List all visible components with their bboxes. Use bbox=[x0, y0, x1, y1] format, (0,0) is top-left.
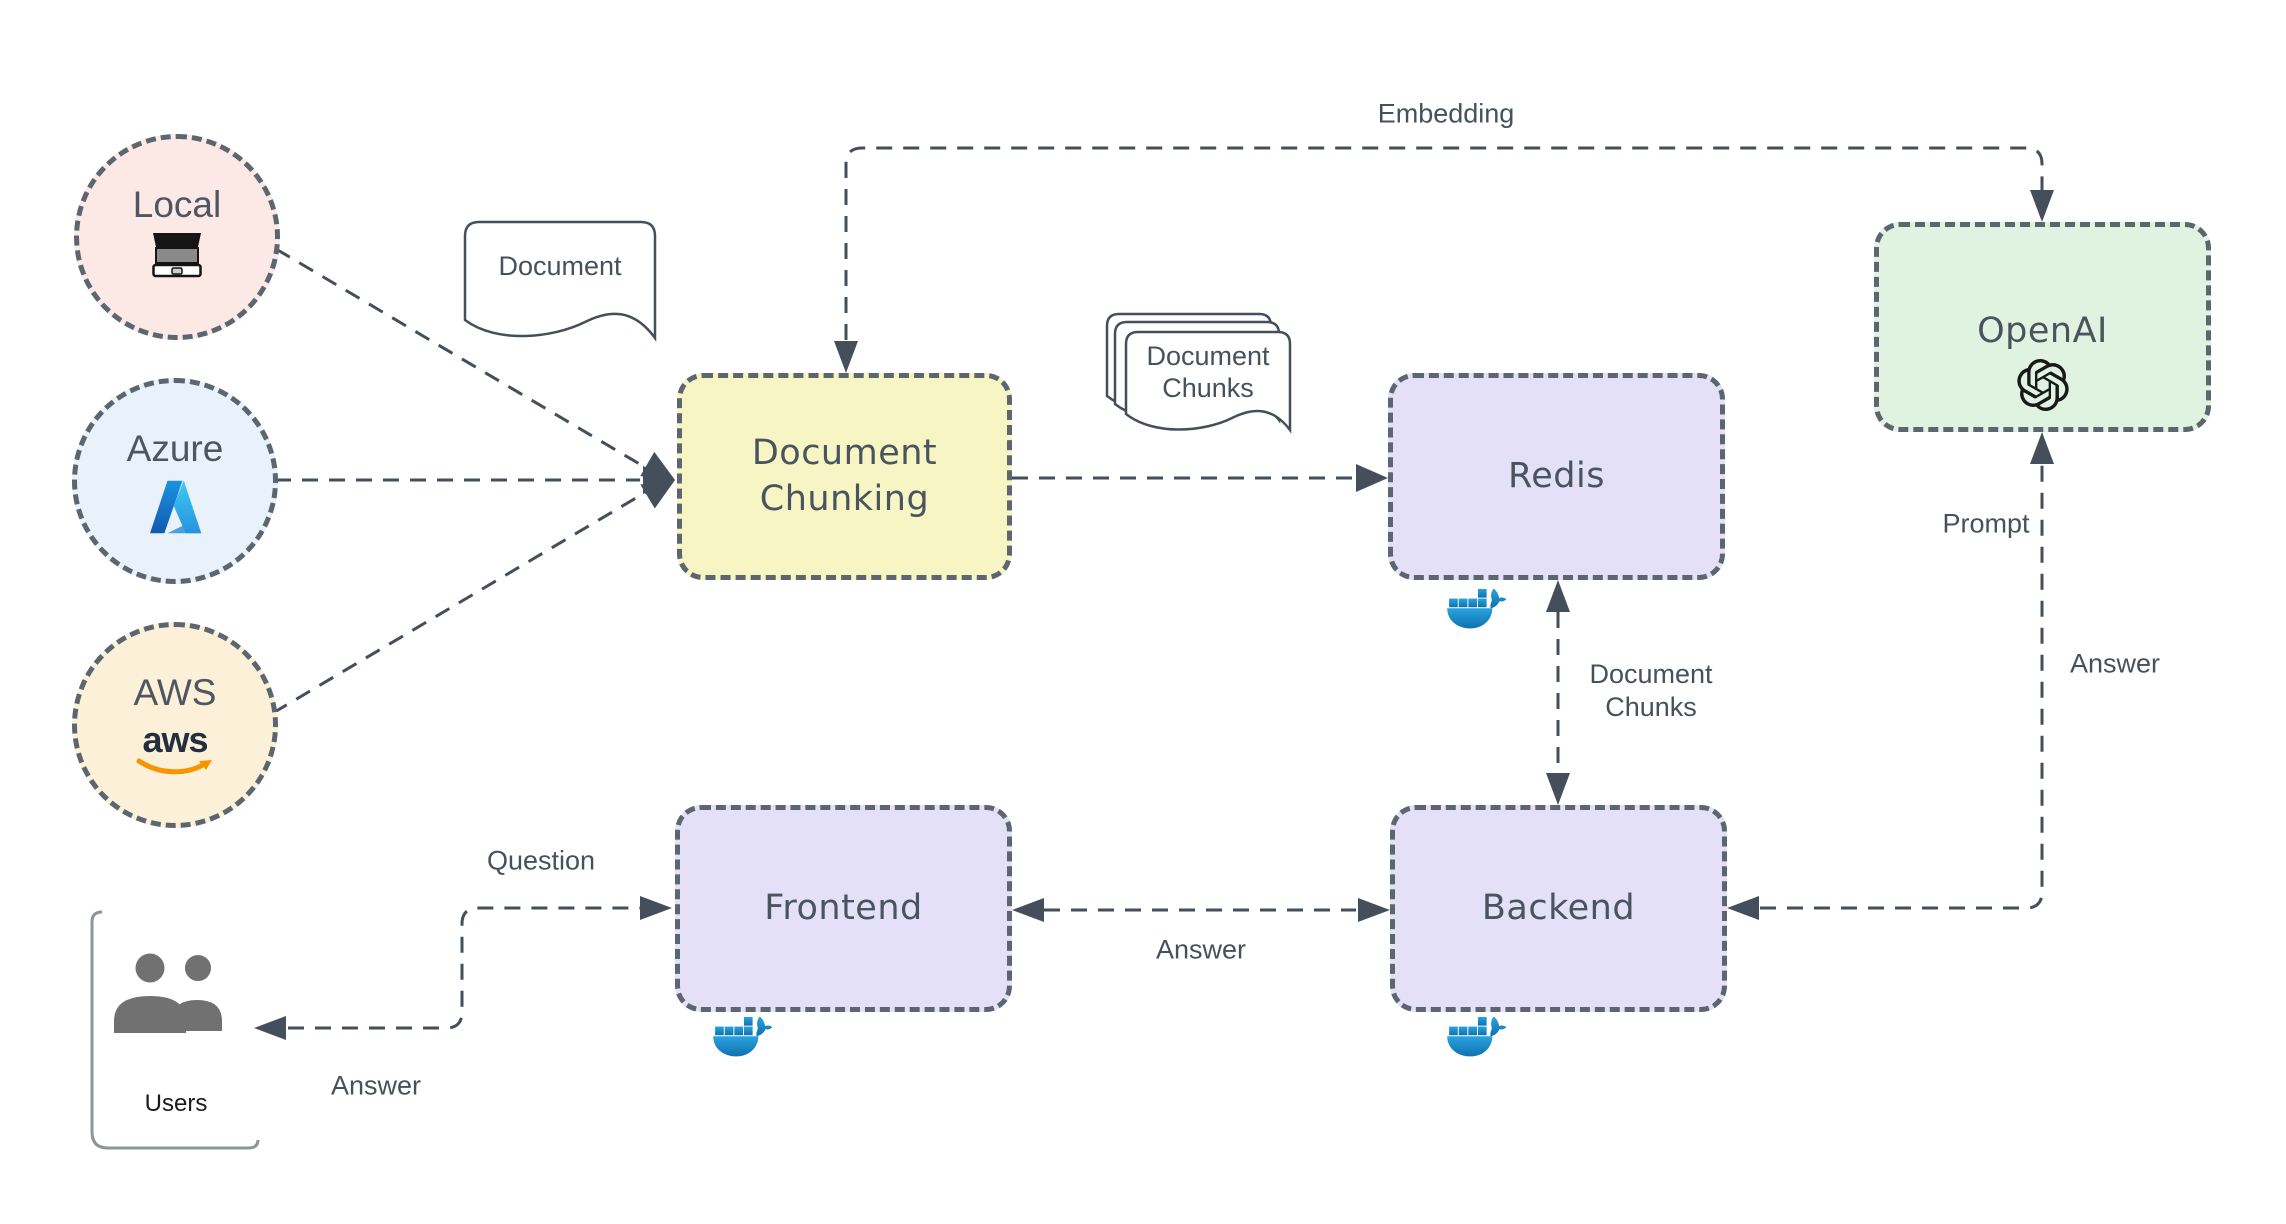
node-document-chunking: Document Chunking bbox=[677, 373, 1012, 580]
arrowhead-into-backend-left bbox=[1358, 898, 1390, 922]
arrowhead-into-backend-top bbox=[1546, 773, 1570, 805]
edge-embedding bbox=[844, 146, 2044, 340]
node-openai: OpenAI bbox=[1874, 222, 2211, 432]
users-icon bbox=[114, 952, 226, 1035]
edge-label-document-chunks: Document Chunks bbox=[1589, 658, 1712, 724]
node-azure: Azure bbox=[72, 378, 278, 584]
edge-label-question: Question bbox=[486, 845, 596, 876]
document-chunks-label: Document Chunks bbox=[1146, 341, 1269, 405]
document-chunking-label-line1: Document bbox=[751, 433, 938, 473]
docker-icon-redis bbox=[1446, 588, 1508, 638]
document-shape-label: Document bbox=[498, 251, 622, 282]
arrowhead-into-backend-right bbox=[1727, 896, 1759, 920]
node-frontend: Frontend bbox=[675, 805, 1012, 1012]
edge-label-document-chunks-line1: Document bbox=[1589, 659, 1713, 690]
frontend-label: Frontend bbox=[764, 887, 923, 928]
arrowhead-into-chunking-aws bbox=[640, 480, 675, 509]
azure-label: Azure bbox=[126, 428, 224, 469]
aws-logo-icon: aws bbox=[136, 722, 214, 778]
edge-users-frontend bbox=[288, 906, 640, 1030]
edge-label-embedding: Embedding bbox=[1377, 98, 1515, 129]
azure-logo-icon bbox=[150, 480, 202, 534]
document-shape bbox=[463, 220, 657, 342]
openai-icon bbox=[2016, 358, 2069, 411]
node-local: Local bbox=[74, 134, 280, 340]
document-chunking-label-line2: Chunking bbox=[759, 478, 930, 519]
users-frame bbox=[90, 910, 260, 1150]
aws-label: AWS bbox=[133, 672, 217, 713]
arrowhead-into-frontend-right bbox=[1012, 898, 1044, 922]
backend-label: Backend bbox=[1481, 887, 1636, 928]
arrowhead-into-redis-bottom bbox=[1546, 580, 1570, 612]
document-chunks-label-line1: Document bbox=[1146, 341, 1270, 372]
arrowhead-into-openai-top bbox=[2030, 190, 2054, 222]
edge-label-prompt: Prompt bbox=[1942, 508, 2030, 539]
docker-icon-frontend bbox=[712, 1016, 774, 1066]
node-backend: Backend bbox=[1390, 805, 1727, 1012]
users-label: Users bbox=[144, 1090, 208, 1117]
laptop-icon bbox=[152, 233, 202, 278]
edge-label-openai-answer: Answer bbox=[2069, 648, 2161, 679]
arrowhead-into-chunking-top bbox=[834, 341, 858, 373]
arrowhead-into-redis bbox=[1356, 464, 1388, 492]
edge-label-frontend-answer: Answer bbox=[1155, 934, 1247, 965]
arrowhead-into-openai-bottom bbox=[2030, 432, 2054, 464]
arrowhead-into-frontend-left bbox=[640, 896, 672, 920]
arrowhead-into-chunking-local bbox=[640, 451, 675, 480]
edge-label-users-answer: Answer bbox=[330, 1070, 422, 1101]
document-chunks-label-line2: Chunks bbox=[1162, 373, 1254, 403]
aws-smile-icon bbox=[136, 758, 212, 775]
arrowhead-into-users bbox=[254, 1016, 286, 1040]
aws-logo-text: aws bbox=[142, 719, 208, 760]
openai-label: OpenAI bbox=[1977, 311, 2108, 351]
edge-prompt-answer bbox=[1760, 462, 2044, 910]
edge-aws-to-chunking bbox=[272, 490, 647, 715]
redis-label: Redis bbox=[1508, 455, 1605, 496]
edge-label-document-chunks-line2: Chunks bbox=[1605, 692, 1697, 722]
edge-local-to-chunking bbox=[275, 247, 649, 471]
local-label: Local bbox=[132, 184, 222, 225]
node-redis: Redis bbox=[1388, 373, 1725, 580]
node-aws: AWS aws bbox=[72, 622, 278, 828]
docker-icon-backend bbox=[1446, 1016, 1508, 1066]
